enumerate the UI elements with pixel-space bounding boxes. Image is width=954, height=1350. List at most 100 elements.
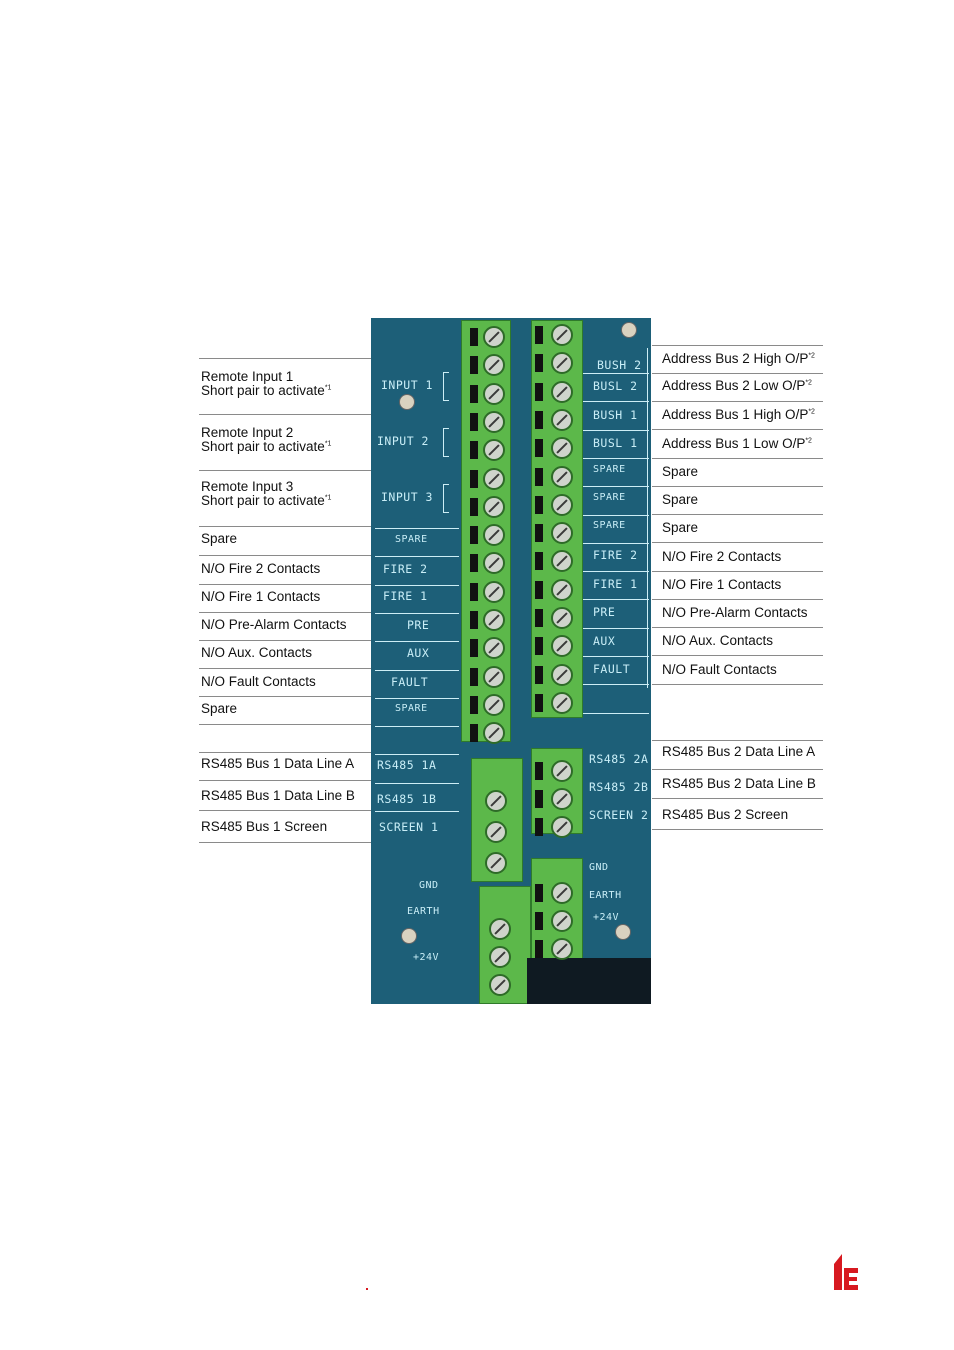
silk-row-line bbox=[375, 528, 459, 529]
terminal-screw-icon bbox=[551, 910, 573, 932]
terminal-screw-icon bbox=[483, 410, 505, 433]
left-divider bbox=[199, 810, 371, 811]
terminal-slot bbox=[535, 495, 543, 514]
right-label-text: RS485 Bus 2 Data Line B bbox=[662, 776, 816, 791]
silk-label-right: BUSH 1 bbox=[593, 408, 638, 422]
terminal-screw-icon bbox=[551, 607, 573, 629]
input-bracket bbox=[443, 456, 449, 457]
right-divider bbox=[652, 769, 823, 770]
right-label-text: Address Bus 2 Low O/P bbox=[662, 378, 806, 393]
left-label-5: N/O Fire 1 Contacts bbox=[201, 590, 320, 604]
terminal-slot bbox=[470, 667, 478, 686]
left-label-footnote: *1 bbox=[324, 384, 332, 392]
terminal-screw-icon bbox=[551, 522, 573, 545]
silk-label-left: INPUT 3 bbox=[381, 490, 433, 504]
silk-row-line bbox=[583, 571, 649, 573]
silk-label-left: EARTH bbox=[407, 906, 440, 917]
left-label-subtext: Short pair to activate bbox=[201, 493, 325, 508]
terminal-slot bbox=[535, 552, 543, 571]
silk-row-line bbox=[375, 726, 459, 728]
terminal-slot bbox=[470, 639, 478, 658]
terminal-slot bbox=[535, 439, 543, 458]
right-terminal-strip-upper bbox=[531, 320, 583, 718]
right-label-7: N/O Fire 2 Contacts bbox=[662, 550, 781, 564]
terminal-screw-icon bbox=[551, 550, 573, 573]
right-label-8: N/O Fire 1 Contacts bbox=[662, 578, 781, 592]
terminal-slot bbox=[470, 611, 478, 629]
left-divider bbox=[199, 752, 371, 753]
terminal-screw-icon bbox=[483, 524, 505, 547]
left-label-7: N/O Aux. Contacts bbox=[201, 646, 312, 660]
silk-row-line bbox=[583, 401, 649, 403]
left-divider bbox=[199, 470, 371, 471]
right-label-5: Spare bbox=[662, 493, 698, 507]
silk-label-left: +24V bbox=[413, 952, 440, 963]
terminal-screw-icon bbox=[485, 821, 507, 843]
silk-label-right: RS485 2A bbox=[589, 752, 649, 766]
left-label-footnote: *1 bbox=[324, 440, 332, 448]
board-shadow bbox=[527, 958, 651, 1004]
silk-row-line bbox=[375, 669, 459, 671]
right-divider bbox=[652, 514, 823, 515]
silk-row-line bbox=[583, 712, 649, 714]
left-divider bbox=[199, 526, 371, 527]
logo-icon bbox=[834, 1254, 858, 1290]
terminal-screw-icon bbox=[551, 493, 573, 516]
right-label-14: RS485 Bus 2 Screen bbox=[662, 808, 788, 822]
right-label-text: N/O Fire 2 Contacts bbox=[662, 549, 782, 564]
left-label-text: N/O Fire 1 Contacts bbox=[201, 589, 321, 604]
silk-label-left: RS485 1A bbox=[377, 758, 437, 772]
silk-label-right: RS485 2B bbox=[589, 780, 649, 794]
right-divider bbox=[652, 627, 823, 628]
right-divider bbox=[652, 486, 823, 487]
right-label-text: N/O Pre-Alarm Contacts bbox=[662, 605, 808, 620]
left-divider bbox=[199, 612, 371, 613]
right-divider bbox=[652, 373, 823, 374]
terminal-screw-icon bbox=[483, 382, 505, 405]
left-label-text: RS485 Bus 1 Screen bbox=[201, 819, 328, 834]
terminal-screw-icon bbox=[551, 760, 573, 782]
right-label-12: RS485 Bus 2 Data Line A bbox=[662, 745, 815, 759]
silk-label-right: GND bbox=[589, 862, 609, 873]
board-screw-icon bbox=[621, 322, 637, 338]
silk-row-line bbox=[583, 373, 649, 374]
silk-label-right: EARTH bbox=[589, 890, 622, 901]
silk-label-left: GND bbox=[419, 880, 439, 891]
silk-row-line bbox=[375, 811, 459, 812]
silk-label-right: +24V bbox=[593, 912, 620, 923]
left-label-12: RS485 Bus 1 Screen bbox=[201, 820, 327, 834]
right-label-11: N/O Fault Contacts bbox=[662, 663, 777, 677]
terminal-slot bbox=[535, 940, 543, 958]
board-screw-icon bbox=[401, 928, 417, 944]
right-divider bbox=[652, 829, 823, 830]
left-label-text: Spare bbox=[201, 701, 238, 716]
silk-label-left: SPARE bbox=[395, 703, 428, 714]
silk-label-right: AUX bbox=[593, 634, 616, 648]
left-label-text: N/O Fire 2 Contacts bbox=[201, 561, 321, 576]
right-divider bbox=[652, 429, 823, 430]
silk-label-right: SPARE bbox=[593, 520, 626, 531]
right-divider bbox=[652, 571, 823, 572]
input-bracket bbox=[443, 372, 444, 400]
terminal-screw-icon bbox=[483, 326, 505, 348]
left-label-text: Remote Input 3 bbox=[201, 479, 294, 494]
silk-label-left: FIRE 1 bbox=[383, 589, 428, 603]
terminal-screw-icon bbox=[483, 609, 505, 631]
silk-row-vline bbox=[647, 348, 648, 688]
silk-label-right: SPARE bbox=[593, 464, 626, 475]
silk-label-right: PRE bbox=[593, 605, 616, 619]
silk-label-right: BUSL 1 bbox=[593, 436, 638, 450]
terminal-slot bbox=[470, 526, 478, 545]
left-label-text: N/O Pre-Alarm Contacts bbox=[201, 617, 347, 632]
silk-row-line bbox=[375, 754, 459, 756]
terminal-screw-icon bbox=[551, 408, 573, 431]
terminal-screw-icon bbox=[551, 437, 573, 460]
left-label-text: N/O Aux. Contacts bbox=[201, 645, 313, 660]
right-label-footnote: *2 bbox=[808, 408, 815, 416]
terminal-slot bbox=[470, 412, 478, 431]
brand-logo bbox=[832, 1254, 860, 1290]
terminal-slot bbox=[535, 382, 543, 401]
right-label-6: Spare bbox=[662, 521, 698, 535]
silk-row-line bbox=[583, 627, 649, 629]
